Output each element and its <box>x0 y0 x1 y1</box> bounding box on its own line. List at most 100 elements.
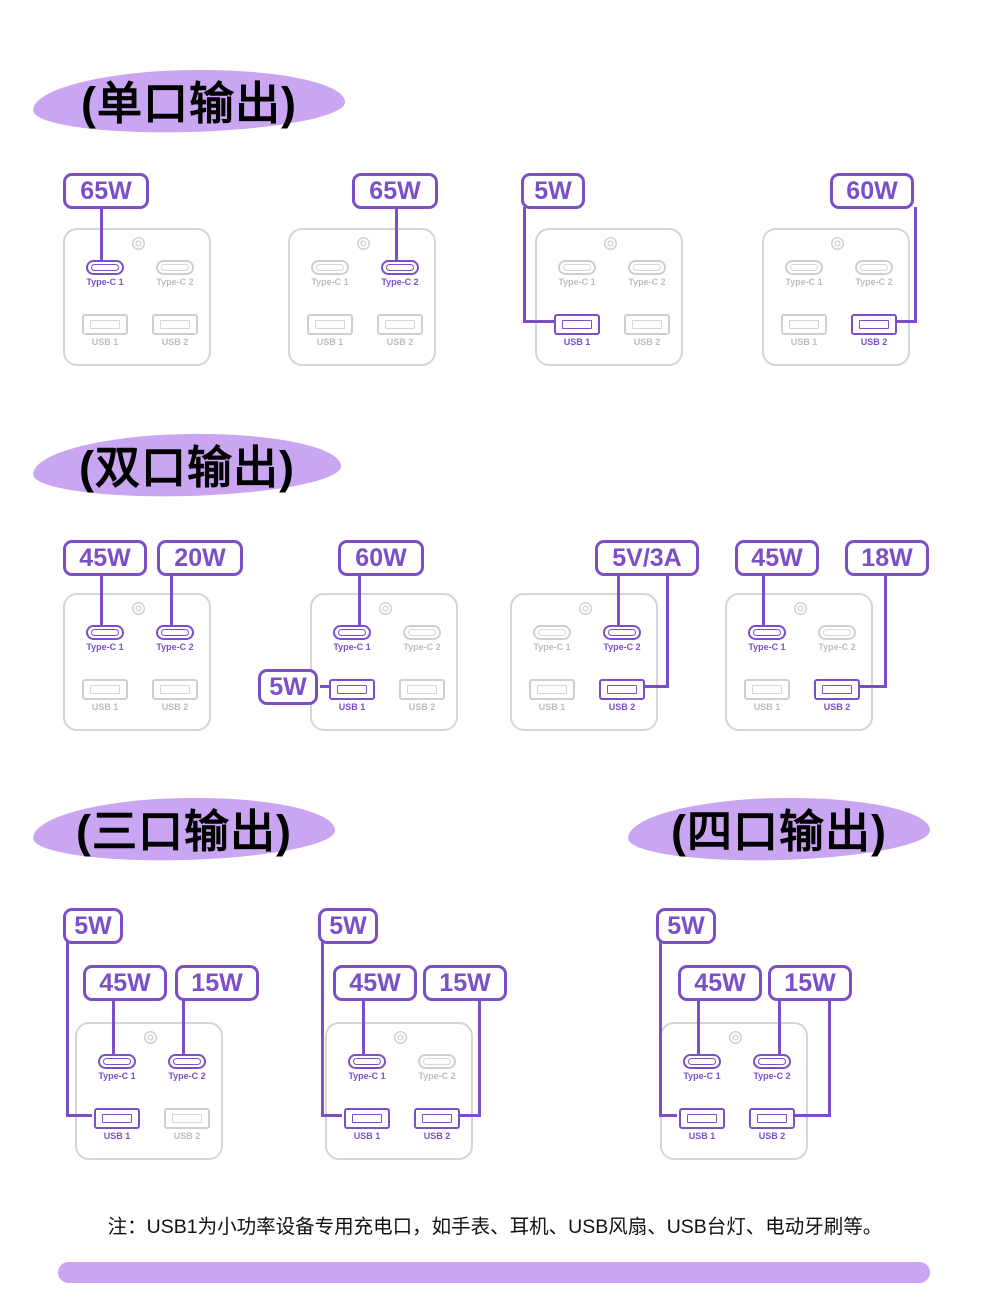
connector-line <box>659 1114 677 1117</box>
port-label-usb-1: USB 1 <box>338 702 366 712</box>
power-label: 65W <box>352 173 438 209</box>
power-label: 15W <box>423 965 507 1001</box>
port-type-c-1 <box>333 625 371 640</box>
port-label-type-c-2: Type-C 2 <box>403 642 441 652</box>
port-label-usb-1: USB 1 <box>91 337 119 347</box>
port-type-c-1 <box>98 1054 136 1069</box>
port-usb-1 <box>781 314 827 335</box>
port-label-type-c-1: Type-C 1 <box>683 1071 721 1081</box>
connector-line <box>321 942 324 1116</box>
power-label: 18W <box>845 540 929 576</box>
port-usb-2 <box>599 679 645 700</box>
port-usb-2 <box>377 314 423 335</box>
power-label: 5W <box>318 908 378 944</box>
port-label-type-c-2: Type-C 2 <box>753 1071 791 1081</box>
port-type-c-2 <box>753 1054 791 1069</box>
port-label-usb-2: USB 2 <box>161 337 189 347</box>
power-label: 5W <box>656 908 716 944</box>
charger-diagram: Type-C 1 Type-C 2 USB 1 USB 2 <box>288 228 436 366</box>
port-type-c-2 <box>418 1054 456 1069</box>
connector-line <box>66 942 69 1116</box>
port-label-usb-2: USB 2 <box>173 1131 201 1141</box>
power-label: 5W <box>521 173 585 209</box>
port-label-usb-1: USB 1 <box>790 337 818 347</box>
port-label-usb-1: USB 1 <box>103 1131 131 1141</box>
port-usb-2 <box>164 1108 210 1129</box>
port-type-c-1 <box>785 260 823 275</box>
power-label: 5V/3A <box>595 540 699 576</box>
port-usb-1 <box>344 1108 390 1129</box>
connector-line <box>793 1114 831 1117</box>
port-type-c-2 <box>603 625 641 640</box>
port-usb-2 <box>624 314 670 335</box>
charger-diagram: Type-C 1 Type-C 2 USB 1 USB 2 <box>660 1022 808 1160</box>
port-usb-1 <box>679 1108 725 1129</box>
port-label-type-c-2: Type-C 2 <box>855 277 893 287</box>
port-type-c-2 <box>156 625 194 640</box>
brand-emblem-icon <box>356 236 371 251</box>
connector-line <box>182 999 185 1054</box>
port-label-usb-2: USB 2 <box>386 337 414 347</box>
port-type-c-2 <box>156 260 194 275</box>
port-label-type-c-1: Type-C 1 <box>785 277 823 287</box>
port-type-c-1 <box>533 625 571 640</box>
connector-line <box>478 999 481 1117</box>
port-type-c-1 <box>748 625 786 640</box>
brand-emblem-icon <box>131 236 146 251</box>
port-label-usb-1: USB 1 <box>91 702 119 712</box>
brand-emblem-icon <box>378 601 393 616</box>
port-label-usb-2: USB 2 <box>423 1131 451 1141</box>
port-usb-2 <box>851 314 897 335</box>
power-label: 45W <box>333 965 417 1001</box>
brand-emblem-icon <box>728 1030 743 1045</box>
port-type-c-1 <box>311 260 349 275</box>
port-usb-2 <box>414 1108 460 1129</box>
connector-line <box>523 320 554 323</box>
connector-line <box>643 685 669 688</box>
port-label-usb-2: USB 2 <box>408 702 436 712</box>
port-usb-1 <box>744 679 790 700</box>
connector-line <box>100 574 103 626</box>
brand-emblem-icon <box>143 1030 158 1045</box>
power-label: 5W <box>63 908 123 944</box>
port-label-type-c-1: Type-C 1 <box>333 642 371 652</box>
port-type-c-2 <box>381 260 419 275</box>
port-label-type-c-1: Type-C 1 <box>311 277 349 287</box>
port-type-c-2 <box>855 260 893 275</box>
port-label-type-c-2: Type-C 2 <box>628 277 666 287</box>
port-type-c-2 <box>168 1054 206 1069</box>
port-type-c-2 <box>818 625 856 640</box>
power-label: 45W <box>83 965 167 1001</box>
power-label: 20W <box>157 540 243 576</box>
port-label-type-c-2: Type-C 2 <box>818 642 856 652</box>
port-label-type-c-2: Type-C 2 <box>603 642 641 652</box>
port-type-c-1 <box>86 625 124 640</box>
power-label: 5W <box>258 669 318 705</box>
port-type-c-2 <box>403 625 441 640</box>
connector-line <box>395 207 398 260</box>
port-type-c-2 <box>628 260 666 275</box>
port-type-c-1 <box>86 260 124 275</box>
brand-emblem-icon <box>603 236 618 251</box>
section-title-dual-port: (双口输出) <box>79 442 295 493</box>
port-usb-2 <box>152 314 198 335</box>
port-type-c-1 <box>348 1054 386 1069</box>
brand-emblem-icon <box>131 601 146 616</box>
port-label-type-c-1: Type-C 1 <box>98 1071 136 1081</box>
connector-line <box>100 207 103 260</box>
port-usb-2 <box>749 1108 795 1129</box>
brand-emblem-icon <box>393 1030 408 1045</box>
port-label-usb-1: USB 1 <box>753 702 781 712</box>
port-label-type-c-1: Type-C 1 <box>748 642 786 652</box>
port-label-usb-2: USB 2 <box>860 337 888 347</box>
power-label: 60W <box>338 540 424 576</box>
port-usb-2 <box>152 679 198 700</box>
connector-line <box>358 574 361 626</box>
port-label-usb-1: USB 1 <box>353 1131 381 1141</box>
port-label-type-c-1: Type-C 1 <box>86 277 124 287</box>
connector-line <box>320 685 330 688</box>
port-usb-1 <box>329 679 375 700</box>
port-label-usb-2: USB 2 <box>608 702 636 712</box>
port-label-type-c-2: Type-C 2 <box>418 1071 456 1081</box>
